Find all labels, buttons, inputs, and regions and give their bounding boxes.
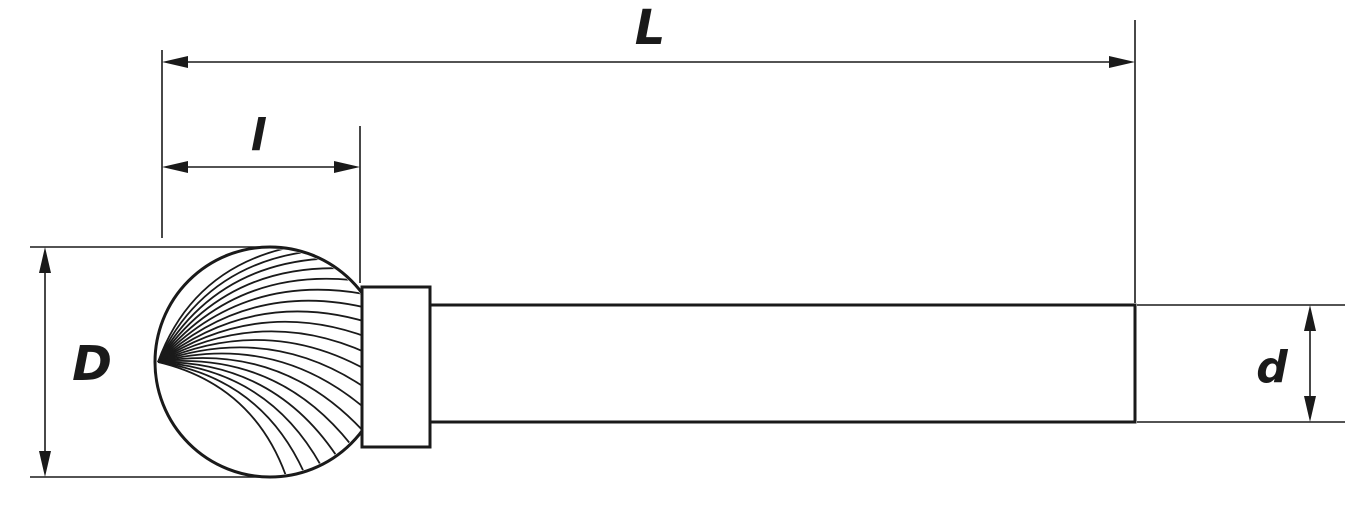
ball-head (153, 245, 387, 479)
arrowhead-l-right (334, 161, 360, 173)
arrowhead-l-left (162, 161, 188, 173)
dimension-shank-diameter: d (1256, 305, 1316, 422)
dim-label-head-diameter: D (72, 336, 112, 392)
flute-curve (157, 361, 322, 466)
flute-curve (157, 352, 373, 416)
flute-curve (157, 359, 352, 445)
flute-curve (157, 299, 373, 363)
dim-label-overall-length: L (635, 0, 666, 56)
collar (360, 285, 432, 449)
shank (428, 303, 1137, 424)
flute-curve (157, 267, 337, 363)
arrowhead-L-left (162, 56, 188, 68)
dimension-head-length: l (162, 110, 360, 173)
extension-lines (30, 20, 1345, 478)
flute-curve (157, 361, 338, 457)
arrowhead-D-top (39, 247, 51, 273)
dim-label-shank-diameter: d (1256, 342, 1288, 393)
arrowhead-L-right (1109, 56, 1135, 68)
flute-curve (157, 339, 383, 381)
flute-curve (157, 249, 287, 363)
flute-lines (157, 249, 383, 475)
collar-outline (360, 285, 432, 449)
flute-curve (157, 357, 364, 431)
arrowhead-d-top (1304, 305, 1316, 331)
flute-curve (157, 288, 363, 363)
flute-curve (157, 251, 304, 363)
flute-curve (157, 361, 305, 473)
flute-curve (157, 330, 383, 363)
shank-outline (428, 303, 1137, 424)
flute-curve (157, 257, 321, 363)
flute-curve (157, 310, 380, 363)
flute-curve (157, 277, 351, 363)
arrowhead-D-bottom (39, 451, 51, 477)
dim-label-head-length: l (250, 110, 266, 161)
flute-curve (157, 320, 383, 363)
dimension-overall-length: L (162, 0, 1135, 68)
flute-curve (157, 346, 380, 399)
arrowhead-d-bottom (1304, 396, 1316, 422)
dimension-head-diameter: D (39, 247, 112, 477)
flute-curve (157, 361, 287, 475)
